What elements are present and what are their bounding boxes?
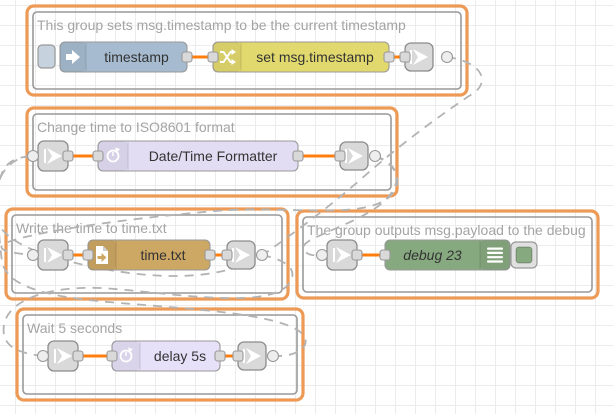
group-outline-inner (11, 214, 283, 294)
debug-23-node[interactable]: debug 23 (379, 239, 538, 271)
link-out-3-node[interactable] (221, 240, 269, 270)
datetime-formatter-node[interactable]: Date/Time Formatter (92, 140, 304, 172)
link-icon (44, 247, 62, 263)
node-label: time.txt (140, 247, 185, 263)
group-title: Wait 5 seconds (27, 320, 122, 336)
output-port[interactable] (62, 249, 74, 261)
input-port[interactable] (232, 350, 244, 362)
group-title: This group sets msg.timestamp to be the … (37, 17, 406, 33)
link-icon (232, 247, 250, 263)
output-port[interactable] (204, 249, 216, 261)
group-outline-inner (22, 314, 298, 395)
link-port[interactable] (36, 349, 50, 363)
input-port[interactable] (82, 249, 94, 261)
debug-icon (487, 247, 503, 263)
inject-icon (66, 50, 80, 64)
link-icon (333, 247, 351, 263)
group-outline-inner (302, 216, 593, 293)
group-outline-outer (295, 209, 600, 300)
node-label: debug 23 (403, 247, 462, 263)
link-port[interactable] (368, 149, 382, 163)
group-iso8601[interactable]: Change time to ISO8601 format (25, 106, 399, 198)
node-label: set msg.timestamp (256, 49, 374, 65)
link-out-5-node[interactable] (232, 341, 280, 371)
node-label: delay 5s (154, 348, 206, 364)
group-debug[interactable]: The group outputs msg.payload to the deb… (295, 209, 600, 300)
icon-region (480, 240, 510, 270)
delay-5s-node[interactable]: delay 5s (106, 340, 226, 372)
output-port[interactable] (214, 350, 226, 362)
input-port[interactable] (334, 150, 346, 162)
group-write-file[interactable]: Write the time to time.txt (4, 207, 290, 301)
group-title: Write the time to time.txt (16, 220, 167, 236)
link-icon (44, 148, 62, 164)
file-time-txt-node[interactable]: time.txt (82, 239, 216, 271)
group-outline-outer (4, 207, 290, 301)
input-port[interactable] (207, 51, 219, 63)
inject-timestamp-node[interactable]: timestamp (37, 41, 193, 73)
group-title: Change time to ISO8601 format (37, 119, 235, 135)
input-port[interactable] (106, 350, 118, 362)
input-port[interactable] (379, 249, 391, 261)
link-in-5-node[interactable] (36, 340, 84, 372)
output-port[interactable] (181, 51, 193, 63)
link-icon (345, 148, 363, 164)
output-port[interactable] (62, 150, 74, 162)
group-title: The group outputs msg.payload to the deb… (307, 222, 586, 238)
output-port[interactable] (351, 249, 363, 261)
link-wire[interactable] (0, 155, 399, 256)
group-outline-outer (15, 307, 305, 402)
clock-icon (106, 147, 120, 163)
link-icon (410, 49, 428, 65)
link-out-1-node[interactable] (399, 42, 454, 72)
link-port[interactable] (315, 248, 329, 262)
link-port[interactable] (255, 248, 269, 262)
link-in-3-node[interactable] (26, 239, 74, 271)
link-icon (54, 348, 72, 364)
group-timestamp[interactable]: This group sets msg.timestamp to be the … (25, 4, 469, 97)
group-outline-inner (32, 11, 462, 90)
group-outline-outer (25, 106, 399, 198)
clock-icon (119, 347, 133, 363)
link-out-2-node[interactable] (334, 141, 382, 171)
shuffle-icon (220, 49, 236, 65)
output-port[interactable] (383, 51, 395, 63)
input-port[interactable] (399, 51, 411, 63)
input-port[interactable] (221, 249, 233, 261)
output-port[interactable] (72, 350, 84, 362)
link-icon (243, 348, 261, 364)
group-outline-outer (25, 4, 469, 97)
link-port[interactable] (266, 349, 280, 363)
debug-toggle-indicator (515, 246, 533, 264)
link-wire[interactable] (2, 254, 294, 357)
change-set-timestamp-node[interactable]: set msg.timestamp (207, 41, 395, 73)
file-icon (96, 246, 108, 264)
node-label: timestamp (104, 49, 169, 65)
node-label: Date/Time Formatter (149, 148, 278, 164)
link-in-4-node[interactable] (315, 239, 363, 271)
link-in-2-node[interactable] (26, 140, 74, 172)
link-port[interactable] (440, 50, 454, 64)
input-port[interactable] (92, 150, 104, 162)
group-wait[interactable]: Wait 5 seconds (15, 307, 305, 402)
link-port[interactable] (26, 149, 40, 163)
link-port[interactable] (26, 248, 40, 262)
inject-button[interactable] (37, 44, 56, 69)
link-wire[interactable] (0, 155, 307, 357)
output-port[interactable] (292, 150, 304, 162)
